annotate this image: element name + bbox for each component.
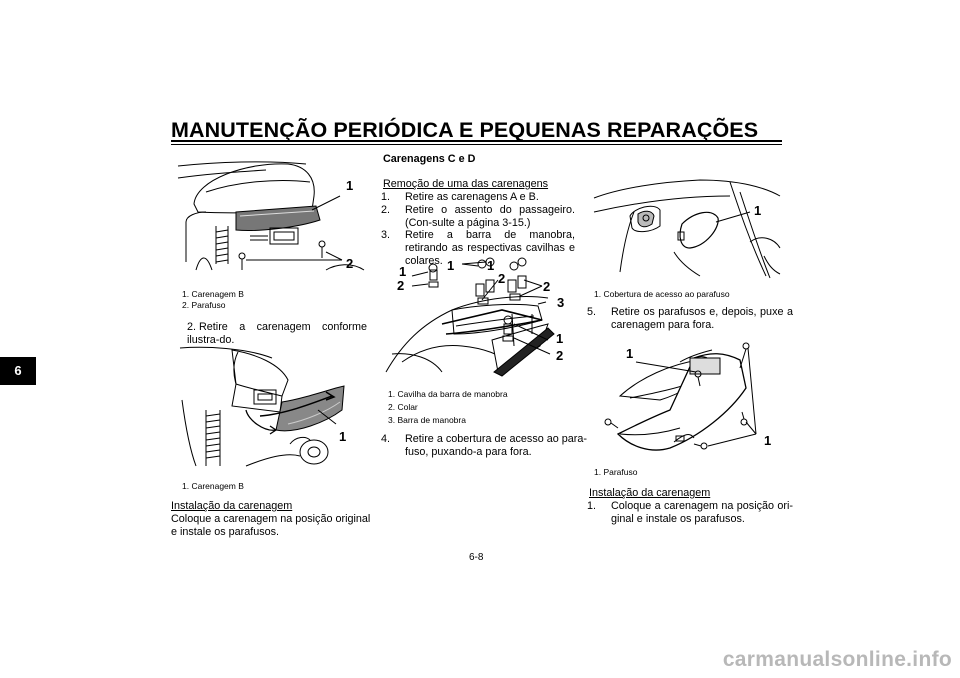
fig3-caption-3: 3. Barra de manobra [388, 415, 466, 425]
callout-2: 2 [556, 348, 564, 363]
install-section: Instalação da carenagem Coloque a carena… [171, 500, 371, 538]
callout-1: 1 [399, 264, 407, 279]
step-5: 5. Retire os parafusos e, depois, puxe a … [587, 306, 793, 332]
callout-2: 2 [397, 278, 405, 293]
step-1: 1. Retire as carenagens A e B. [381, 191, 575, 204]
fig3-caption-2: 2. Colar [388, 402, 418, 412]
step-text: Coloque a carenagem na posição ori-ginal… [611, 500, 793, 525]
section-heading: Carenagens C e D [383, 153, 476, 165]
step-4: 4. Retire a cobertura de acesso ao para-f… [381, 433, 587, 459]
figure-screw-access-cover [590, 152, 782, 280]
callout-1: 1 [764, 433, 772, 448]
callout-3: 3 [557, 295, 565, 310]
watermark: carmanualsonline.info [722, 648, 952, 671]
step-number: 1. [381, 191, 391, 203]
step-number: 2. [187, 321, 197, 333]
callout-2: 2 [346, 256, 354, 271]
figure-carenagem-b-removal [176, 340, 366, 470]
step-2: 2. Retire o assento do passageiro. (Con-s… [381, 203, 575, 230]
step-text: Retire as carenagens A e B. [405, 191, 539, 203]
step-text: Retire a cobertura de acesso ao para-fus… [405, 433, 587, 458]
step-text: Retire a barra de manobra, retirando as … [405, 229, 575, 267]
callout-1: 1 [556, 331, 564, 346]
callout-1: 1 [339, 429, 347, 444]
step-number: 2. [381, 203, 391, 216]
title-rule-thin [171, 144, 782, 145]
figure-handle-bar-removal [382, 254, 577, 379]
page-number: 6-8 [469, 552, 484, 563]
fig1-caption-1: 1. Carenagem B [182, 289, 244, 299]
callout-1: 1 [487, 258, 495, 273]
step-number: 5. [587, 306, 597, 318]
step-text: Retire os parafusos e, depois, puxe a ca… [611, 306, 793, 331]
install-step-1: 1. Coloque a carenagem na posição ori-gin… [587, 500, 793, 526]
figure-carenagem-b-screws [176, 152, 366, 280]
step-3: 3. Retire a barra de manobra, retirando a… [381, 229, 575, 267]
callout-2: 2 [498, 271, 506, 286]
step-number: 1. [587, 500, 597, 512]
callout-1: 1 [447, 258, 455, 273]
page-title: MANUTENÇÃO PERIÓDICA E PEQUENAS REPARAÇÕ… [171, 118, 759, 142]
chapter-tab: 6 [0, 357, 36, 385]
step-text: Retire a carenagem conforme ilustra-do. [187, 321, 367, 346]
figure-fairing-screws [590, 338, 782, 460]
removal-steps: 1. Retire as carenagens A e B. 2. Retire o… [381, 191, 575, 268]
step-number: 4. [381, 433, 391, 445]
fig3-caption-1: 1. Cavilha da barra de manobra [388, 389, 508, 399]
install-heading: Instalação da carenagem [171, 500, 293, 512]
fig4-caption-1: 1. Cobertura de acesso ao parafuso [594, 289, 730, 299]
step-text: Retire o assento do passageiro. (Con-sul… [405, 203, 575, 229]
callout-1: 1 [626, 346, 634, 361]
step-2: 2.Retire a carenagem conforme ilustra-do… [187, 321, 367, 347]
fig2-caption-1: 1. Carenagem B [182, 481, 244, 491]
fig5-caption-1: 1. Parafuso [594, 467, 638, 477]
removal-subheading: Remoção de uma das carenagens [383, 178, 549, 190]
install-text: Coloque a carenagem na posição original … [171, 512, 371, 538]
callout-2: 2 [543, 279, 551, 294]
install-heading: Instalação da carenagem [589, 487, 711, 499]
step-number: 3. [381, 229, 391, 242]
callout-1: 1 [754, 203, 762, 218]
title-rule-thick [171, 140, 782, 142]
fig1-caption-2: 2. Parafuso [182, 300, 226, 310]
callout-1: 1 [346, 178, 354, 193]
